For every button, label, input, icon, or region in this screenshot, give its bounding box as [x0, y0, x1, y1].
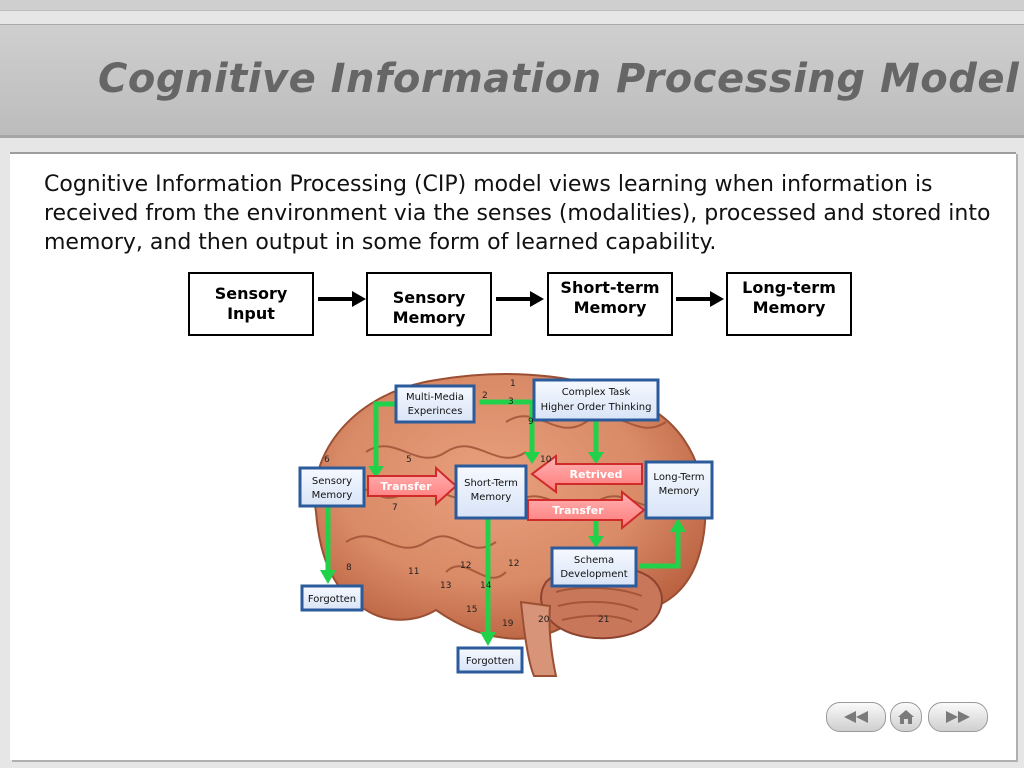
forgotten-box-left: Forgotten	[300, 584, 364, 612]
flow-box-line: Input	[227, 304, 275, 323]
multimedia-label-1: Multi-Media	[406, 392, 464, 403]
title-band	[0, 24, 1024, 138]
retrived-arrow: Retrived	[530, 454, 643, 494]
region-number: 20	[538, 615, 550, 625]
multimedia-label-2: Experinces	[408, 406, 463, 417]
region-number: 21	[598, 615, 609, 625]
region-number: 19	[502, 619, 514, 629]
transfer-arrow-right: Transfer	[527, 489, 646, 531]
next-slide-button[interactable]	[928, 702, 988, 732]
region-number: 7	[392, 503, 398, 513]
flow-box-line: Memory	[392, 308, 466, 327]
flow-box-line: Memory	[752, 298, 826, 317]
transfer-right-label: Transfer	[552, 504, 604, 517]
flow-box-line: Sensory	[392, 288, 466, 307]
flow-arrow	[676, 291, 724, 307]
flow-box-line: Sensory	[214, 284, 288, 303]
home-icon	[898, 710, 914, 724]
region-number: 5	[406, 455, 412, 465]
transfer-left-label: Transfer	[380, 480, 432, 493]
brain-diagram: Transfer Retrived Transfer Multi-Media E…	[296, 362, 716, 678]
region-number: 13	[440, 581, 451, 591]
complex-label-2: Higher Order Thinking	[541, 402, 652, 413]
region-number: 15	[466, 605, 477, 615]
schema-label-1: Schema	[574, 555, 614, 566]
ltm-label-2: Memory	[659, 486, 700, 497]
schema-development-box: Schema Development	[550, 546, 638, 588]
multimedia-box: Multi-Media Experinces	[394, 384, 476, 424]
complex-label-1: Complex Task	[562, 387, 631, 398]
region-number: 2	[482, 391, 488, 401]
region-number: 1	[510, 379, 516, 389]
complex-task-box: Complex Task Higher Order Thinking	[532, 378, 660, 422]
region-number: 10	[540, 455, 552, 465]
transfer-arrow-left: Transfer	[367, 465, 458, 507]
region-number: 8	[346, 563, 352, 573]
flow-arrow	[318, 291, 366, 307]
forgotten-left-label: Forgotten	[308, 594, 356, 605]
flow-box-line: Long-term	[742, 278, 836, 297]
forgotten-bottom-label: Forgotten	[466, 656, 514, 667]
sensory-label-1: Sensory	[312, 476, 352, 487]
ltm-label-1: Long-Term	[653, 472, 704, 483]
stm-label-2: Memory	[471, 492, 512, 503]
region-number: 3	[508, 397, 514, 407]
region-number: 11	[408, 567, 419, 577]
home-button[interactable]	[890, 702, 922, 732]
green-arrows	[325, 399, 681, 637]
region-number: 9	[528, 417, 534, 427]
region-number: 14	[480, 581, 492, 591]
short-term-memory-box: Short-Term Memory	[454, 464, 528, 520]
brain-diagram-svg: Transfer Retrived Transfer Multi-Media E…	[298, 373, 714, 677]
forgotten-box-bottom: Forgotten	[456, 646, 524, 674]
green-arrowheads	[320, 452, 686, 646]
region-number: 12	[460, 561, 471, 571]
stm-label-1: Short-Term	[464, 478, 518, 489]
region-numbers: 1 2 3 5 6 7 8 9 10 11 12 12 13 14 15 19 …	[324, 379, 609, 629]
flow-arrow	[496, 291, 544, 307]
intro-paragraph: Cognitive Information Processing (CIP) m…	[44, 172, 991, 255]
slide-title: Cognitive Information Processing Model	[98, 56, 1020, 102]
top-strip	[0, 0, 1024, 11]
schema-label-2: Development	[560, 569, 627, 580]
long-term-memory-box: Long-Term Memory	[644, 460, 714, 520]
flow-box-line: Short-term	[560, 278, 660, 297]
previous-slide-button[interactable]	[826, 702, 886, 732]
sensory-memory-box: Sensory Memory	[298, 466, 366, 508]
rewind-icon	[844, 711, 868, 723]
region-number: 12	[508, 559, 519, 569]
fast-forward-icon	[946, 711, 970, 723]
region-number: 6	[324, 455, 330, 465]
flow-box-line: Memory	[573, 298, 647, 317]
retrived-label: Retrived	[570, 468, 623, 481]
sensory-label-2: Memory	[312, 490, 353, 501]
